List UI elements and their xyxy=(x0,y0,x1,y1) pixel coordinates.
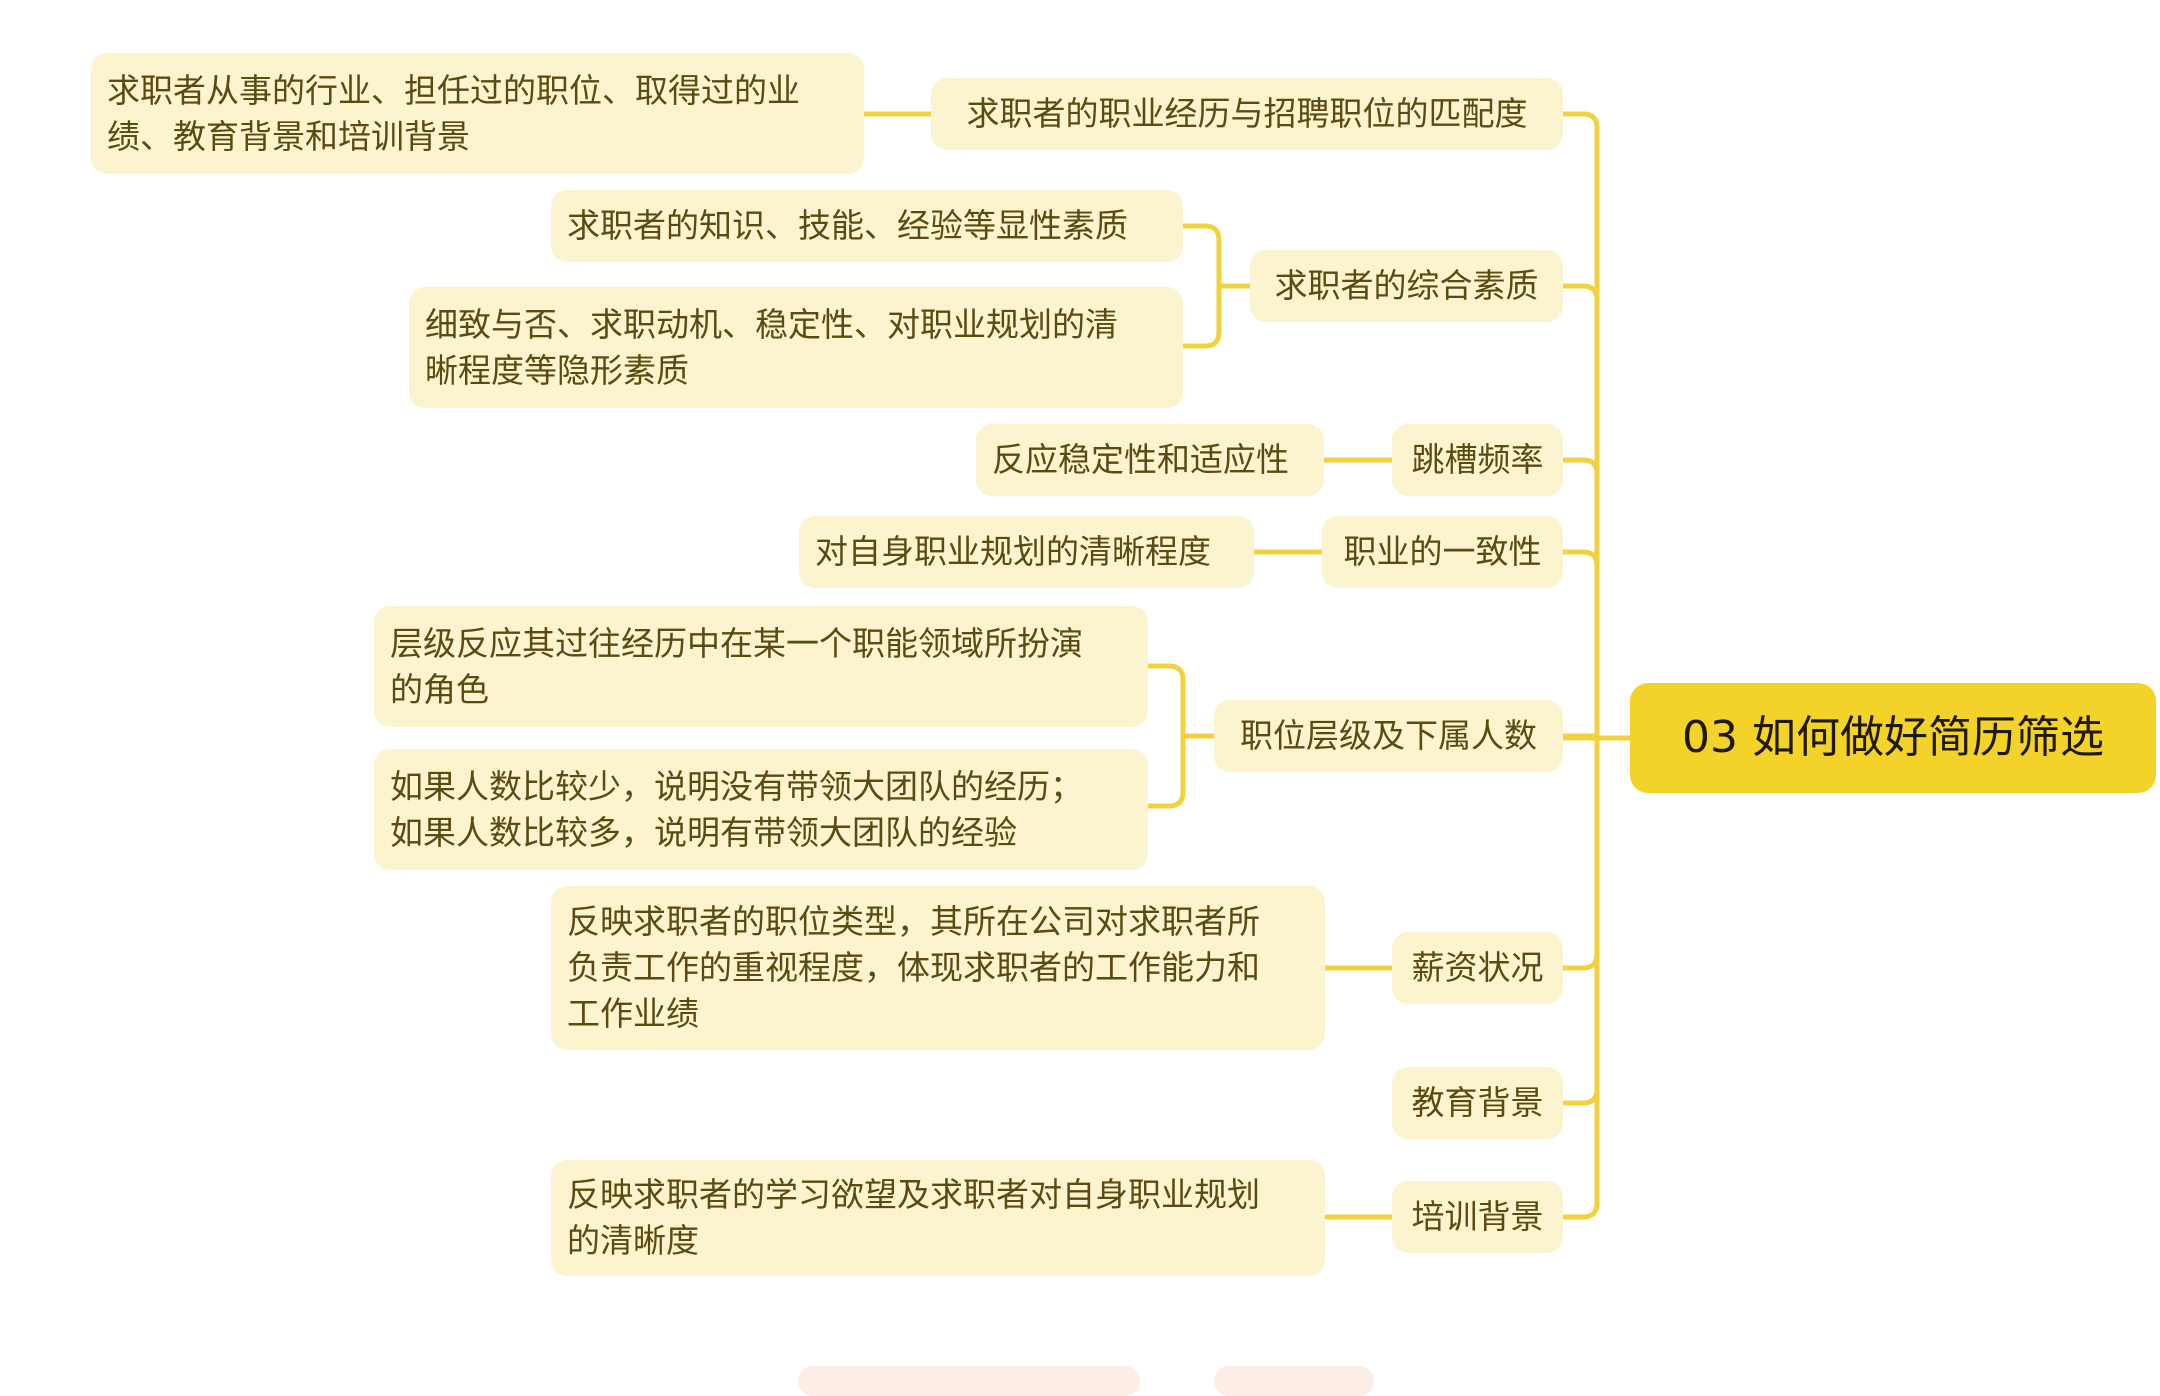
branch-connector xyxy=(1560,951,1600,971)
branch-salary[interactable]: 薪资状况 xyxy=(1392,932,1563,1004)
detail-team-size[interactable]: 如果人数比较少，说明没有带领大团队的经历； 如果人数比较多，说明有带领大团队的经… xyxy=(374,749,1148,870)
branch-overall-quality[interactable]: 求职者的综合素质 xyxy=(1250,250,1563,322)
branch-education[interactable]: 教育背景 xyxy=(1392,1067,1563,1139)
detail-career-consistency[interactable]: 对自身职业规划的清晰程度 xyxy=(799,516,1254,588)
detail-bracket xyxy=(1180,223,1222,349)
branch-connector xyxy=(1560,549,1600,569)
branch-connector xyxy=(1560,1086,1600,1106)
branch-connector xyxy=(1560,283,1600,303)
branch-job-hopping[interactable]: 跳槽频率 xyxy=(1392,424,1563,496)
partial-node xyxy=(1214,1366,1374,1396)
detail-salary[interactable]: 反映求职者的职位类型，其所在公司对求职者所 负责工作的重视程度，体现求职者的工作… xyxy=(551,886,1325,1050)
branch-connector xyxy=(1560,457,1600,477)
partial-node xyxy=(798,1366,1140,1396)
branch-career-consistency[interactable]: 职业的一致性 xyxy=(1322,516,1563,588)
branch-connector xyxy=(1560,111,1600,131)
detail-bracket xyxy=(1145,663,1186,809)
detail-training[interactable]: 反映求职者的学习欲望及求职者对自身职业规划 的清晰度 xyxy=(551,1160,1325,1276)
detail-level-role[interactable]: 层级反应其过往经历中在某一个职能领域所扮演 的角色 xyxy=(374,606,1148,727)
detail-job-hopping[interactable]: 反应稳定性和适应性 xyxy=(976,424,1324,496)
detail-implicit-quality[interactable]: 细致与否、求职动机、稳定性、对职业规划的清 晰程度等隐形素质 xyxy=(409,287,1183,408)
detail-explicit-quality[interactable]: 求职者的知识、技能、经验等显性素质 xyxy=(551,190,1183,262)
branch-connector xyxy=(1560,1200,1600,1220)
branch-experience-match[interactable]: 求职者的职业经历与招聘职位的匹配度 xyxy=(931,78,1563,150)
branch-level-subordinates[interactable]: 职位层级及下属人数 xyxy=(1214,700,1563,772)
detail-experience-match[interactable]: 求职者从事的行业、担任过的职位、取得过的业 绩、教育背景和培训背景 xyxy=(91,53,864,174)
branch-training[interactable]: 培训背景 xyxy=(1392,1181,1563,1253)
root-node[interactable]: 03 如何做好简历筛选 xyxy=(1630,683,2156,793)
